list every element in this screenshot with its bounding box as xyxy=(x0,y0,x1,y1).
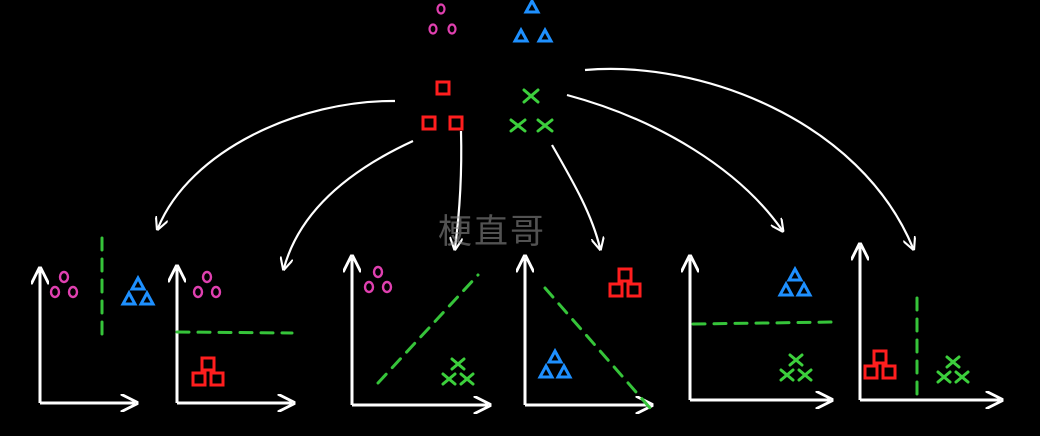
cross-icon xyxy=(797,368,813,382)
pairing-arrows xyxy=(158,67,913,268)
triangle-cluster xyxy=(120,274,156,306)
panel-3 xyxy=(352,258,488,405)
triangle-icon xyxy=(777,280,795,297)
top-cross-group xyxy=(509,88,554,133)
square-icon xyxy=(435,80,451,96)
triangle-icon xyxy=(555,362,573,379)
cross-icon xyxy=(450,357,466,371)
top-square-group xyxy=(421,80,464,131)
arrow-to-panel-6 xyxy=(584,67,913,248)
panel-2 xyxy=(177,268,292,403)
triangle-icon xyxy=(523,0,541,14)
square-cluster xyxy=(863,349,897,380)
square-icon xyxy=(191,371,207,387)
circle-cluster xyxy=(192,270,222,299)
top-class-groups xyxy=(421,0,554,133)
circle-icon xyxy=(372,265,384,279)
square-icon xyxy=(448,115,464,131)
cross-icon xyxy=(536,118,554,133)
circle-cluster xyxy=(49,270,79,299)
panels-row xyxy=(40,236,1000,408)
decision-boundary xyxy=(543,286,652,410)
cross-icon xyxy=(788,353,804,367)
square-icon xyxy=(881,364,897,380)
square-icon xyxy=(626,282,642,298)
decision-boundary xyxy=(691,320,837,326)
square-icon xyxy=(863,364,879,380)
circle-icon xyxy=(381,280,393,294)
panel-5 xyxy=(690,258,837,400)
square-icon xyxy=(209,371,225,387)
triangle-icon xyxy=(786,265,804,282)
cross-icon xyxy=(441,372,457,386)
circle-icon xyxy=(428,23,438,35)
triangle-icon xyxy=(129,274,147,291)
panel-4 xyxy=(525,258,650,408)
arrow-to-panel-5 xyxy=(566,93,782,230)
triangle-icon xyxy=(546,347,564,364)
arrow-to-panel-4 xyxy=(551,144,600,248)
square-icon xyxy=(421,115,437,131)
top-triangle-group xyxy=(512,0,554,43)
panel-6 xyxy=(860,246,1000,400)
arrow-to-panel-1 xyxy=(158,99,396,228)
cross-icon xyxy=(954,370,970,384)
circle-icon xyxy=(436,3,446,15)
cross-cluster xyxy=(441,357,475,386)
cross-icon xyxy=(945,355,961,369)
cross-icon xyxy=(522,88,540,104)
triangle-icon xyxy=(512,26,530,43)
watermark: 梗直哥 xyxy=(438,212,546,252)
circle-icon xyxy=(192,285,204,299)
square-icon xyxy=(872,349,888,365)
triangle-icon xyxy=(120,289,138,306)
arrow-to-panel-2 xyxy=(284,140,414,268)
triangle-cluster xyxy=(777,265,813,297)
triangle-icon xyxy=(537,362,555,379)
square-cluster xyxy=(191,356,225,387)
cross-cluster xyxy=(779,353,813,382)
decision-boundary xyxy=(175,330,294,335)
triangle-cluster xyxy=(537,347,573,379)
circle-icon xyxy=(67,285,79,299)
circle-icon xyxy=(201,270,213,284)
triangle-icon xyxy=(795,280,813,297)
square-icon xyxy=(200,356,216,372)
circle-icon xyxy=(58,270,70,284)
circle-icon xyxy=(210,285,222,299)
cross-icon xyxy=(459,372,475,386)
arrow-to-panel-3 xyxy=(455,130,461,248)
decision-boundary xyxy=(376,273,480,385)
cross-icon xyxy=(936,370,952,384)
top-circle-group xyxy=(428,3,457,35)
square-icon xyxy=(617,267,633,283)
cross-icon xyxy=(509,118,527,133)
circle-cluster xyxy=(363,265,393,294)
cross-cluster xyxy=(936,355,970,384)
panel-1 xyxy=(40,236,156,403)
triangle-icon xyxy=(138,289,156,306)
square-icon xyxy=(608,282,624,298)
square-cluster xyxy=(608,267,642,298)
cross-icon xyxy=(779,368,795,382)
circle-icon xyxy=(363,280,375,294)
circle-icon xyxy=(447,23,457,35)
triangle-icon xyxy=(536,26,554,43)
circle-icon xyxy=(49,285,61,299)
